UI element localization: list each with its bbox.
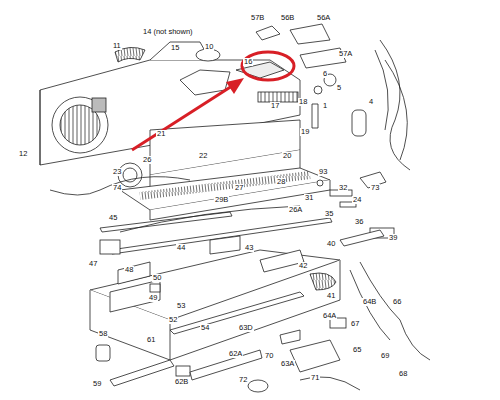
callout-number: 15 [170,44,180,52]
callout-number: 93 [318,168,328,176]
callout-number: 47 [88,260,98,268]
callout-number: 56B [280,14,295,22]
callout-number: 20 [282,152,292,160]
callout-number: 28 [276,178,286,186]
callout-number: 64A [322,312,337,320]
callout-number: 58 [98,330,108,338]
callout-number: 65 [352,346,362,354]
highlight-arrowhead [226,78,244,94]
callout-number: 50 [152,274,162,282]
callout-number: 54 [200,324,210,332]
callout-number: 24 [352,196,362,204]
callout-number: 10 [204,43,214,51]
callout-number: 23 [112,168,122,176]
callout-number: 71 [310,374,320,382]
callout-number: 52 [168,316,178,324]
callout-number: 27 [234,184,244,192]
callout-number: 16 [243,58,253,66]
callout-number: 61 [146,336,156,344]
callout-number: 48 [124,266,134,274]
highlight-arrow [132,86,232,150]
callout-number: 40 [326,240,336,248]
callout-number: 66 [392,298,402,306]
callout-number: 67 [350,320,360,328]
callout-number: 49 [148,294,158,302]
callout-number: 26A [288,206,303,214]
callout-number: 59 [92,380,102,388]
callout-number: 72 [238,376,248,384]
callout-number: 64B [362,298,377,306]
callout-number: 57A [338,50,353,58]
callout-number: 21 [156,130,166,138]
callout-number: 44 [176,244,186,252]
callout-number: 5 [336,84,342,92]
callout-number: 69 [380,352,390,360]
callout-number: 19 [300,128,310,136]
callout-number: 31 [304,194,314,202]
callout-number: 29B [214,196,229,204]
callout-number: 63A [280,360,295,368]
callout-number: 57B [250,14,265,22]
callout-number: 12 [18,150,28,158]
callout-number: 26 [142,156,152,164]
callout-number: 45 [108,214,118,222]
callout-number: 62B [174,378,189,386]
callout-number: 53 [176,302,186,310]
callout-number: 4 [368,98,374,106]
callout-number: 6 [322,70,328,78]
callout-number: 39 [388,234,398,242]
callout-number: 32 [338,184,348,192]
callout-number: 43 [244,244,254,252]
callout-number: 22 [198,152,208,160]
callout-number: 62A [228,350,243,358]
callout-number: 73 [370,184,380,192]
callout-number: 35 [324,210,334,218]
callout-number: 74 [112,184,122,192]
highlight-circle [242,52,294,80]
callout-number: 1 [322,102,328,110]
callout-number: 14 (not shown) [142,28,194,36]
callout-number: 36 [354,218,364,226]
callout-number: 18 [298,98,308,106]
callout-number: 56A [316,14,331,22]
callout-number: 68 [398,370,408,378]
callout-number: 42 [298,262,308,270]
callout-number: 17 [270,102,280,110]
callout-number: 70 [264,352,274,360]
callout-number: 63D [238,324,254,332]
callout-number: 11 [112,42,122,50]
callout-number: 41 [326,292,336,300]
